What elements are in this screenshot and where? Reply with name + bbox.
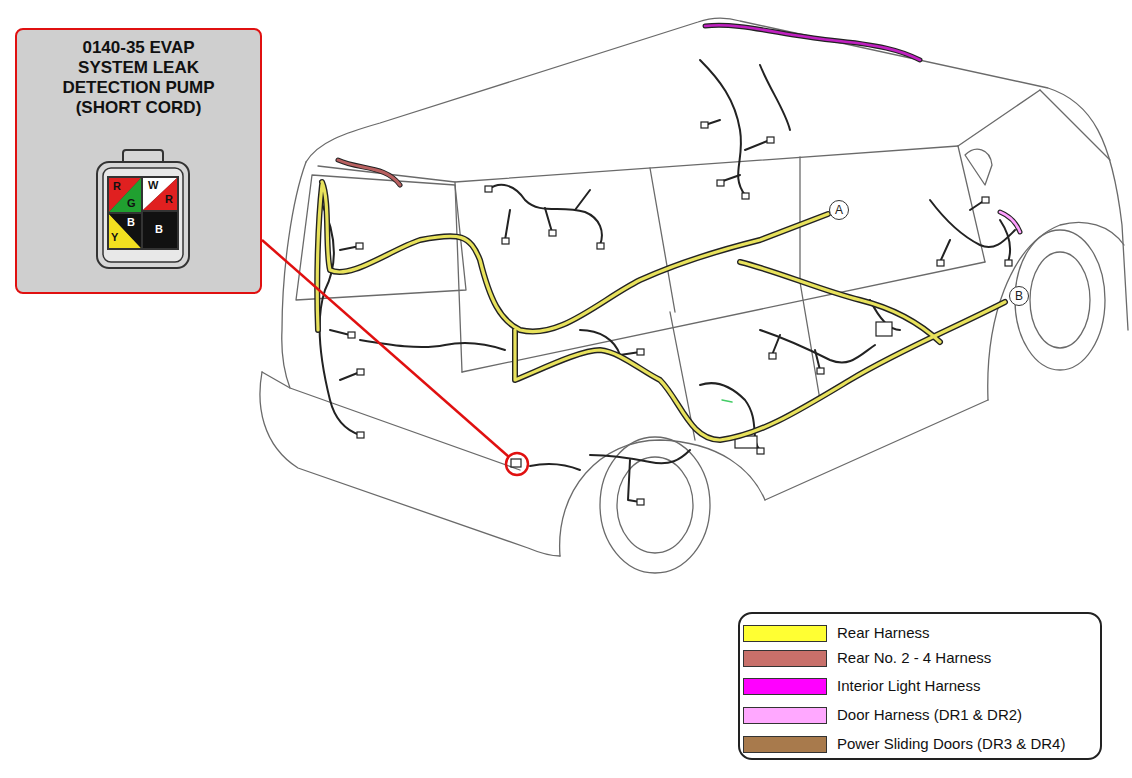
- pin-label: R: [165, 193, 173, 205]
- legend-text: Power Sliding Doors (DR3 & DR4): [837, 735, 1065, 753]
- pin-label: B: [155, 223, 163, 235]
- pin-label: W: [148, 179, 158, 191]
- legend-text: Rear No. 2 - 4 Harness: [837, 649, 991, 667]
- pin-label: B: [127, 216, 135, 228]
- callout-title: 0140-35 EVAP SYSTEM LEAK DETECTION PUMP …: [53, 38, 225, 118]
- legend-swatch: [743, 707, 827, 724]
- reference-letter: B: [1015, 290, 1023, 302]
- pin-label: G: [127, 197, 136, 209]
- legend-box: Rear HarnessRear No. 2 - 4 HarnessInteri…: [738, 612, 1102, 760]
- reference-letter: A: [835, 204, 843, 216]
- connector-symbol: [95, 148, 191, 270]
- pin-label: R: [113, 180, 121, 192]
- legend-text: Door Harness (DR1 & DR2): [837, 706, 1022, 724]
- legend-swatch: [743, 678, 827, 695]
- pin-label: Y: [111, 231, 118, 243]
- reference-circle: A: [829, 200, 849, 220]
- legend-swatch: [743, 625, 827, 642]
- legend-text: Interior Light Harness: [837, 677, 980, 695]
- legend-text: Rear Harness: [837, 624, 930, 642]
- legend-swatch: [743, 650, 827, 667]
- callout-box: 0140-35 EVAP SYSTEM LEAK DETECTION PUMP …: [15, 28, 262, 294]
- reference-circle: B: [1009, 286, 1029, 306]
- legend-swatch: [743, 736, 827, 753]
